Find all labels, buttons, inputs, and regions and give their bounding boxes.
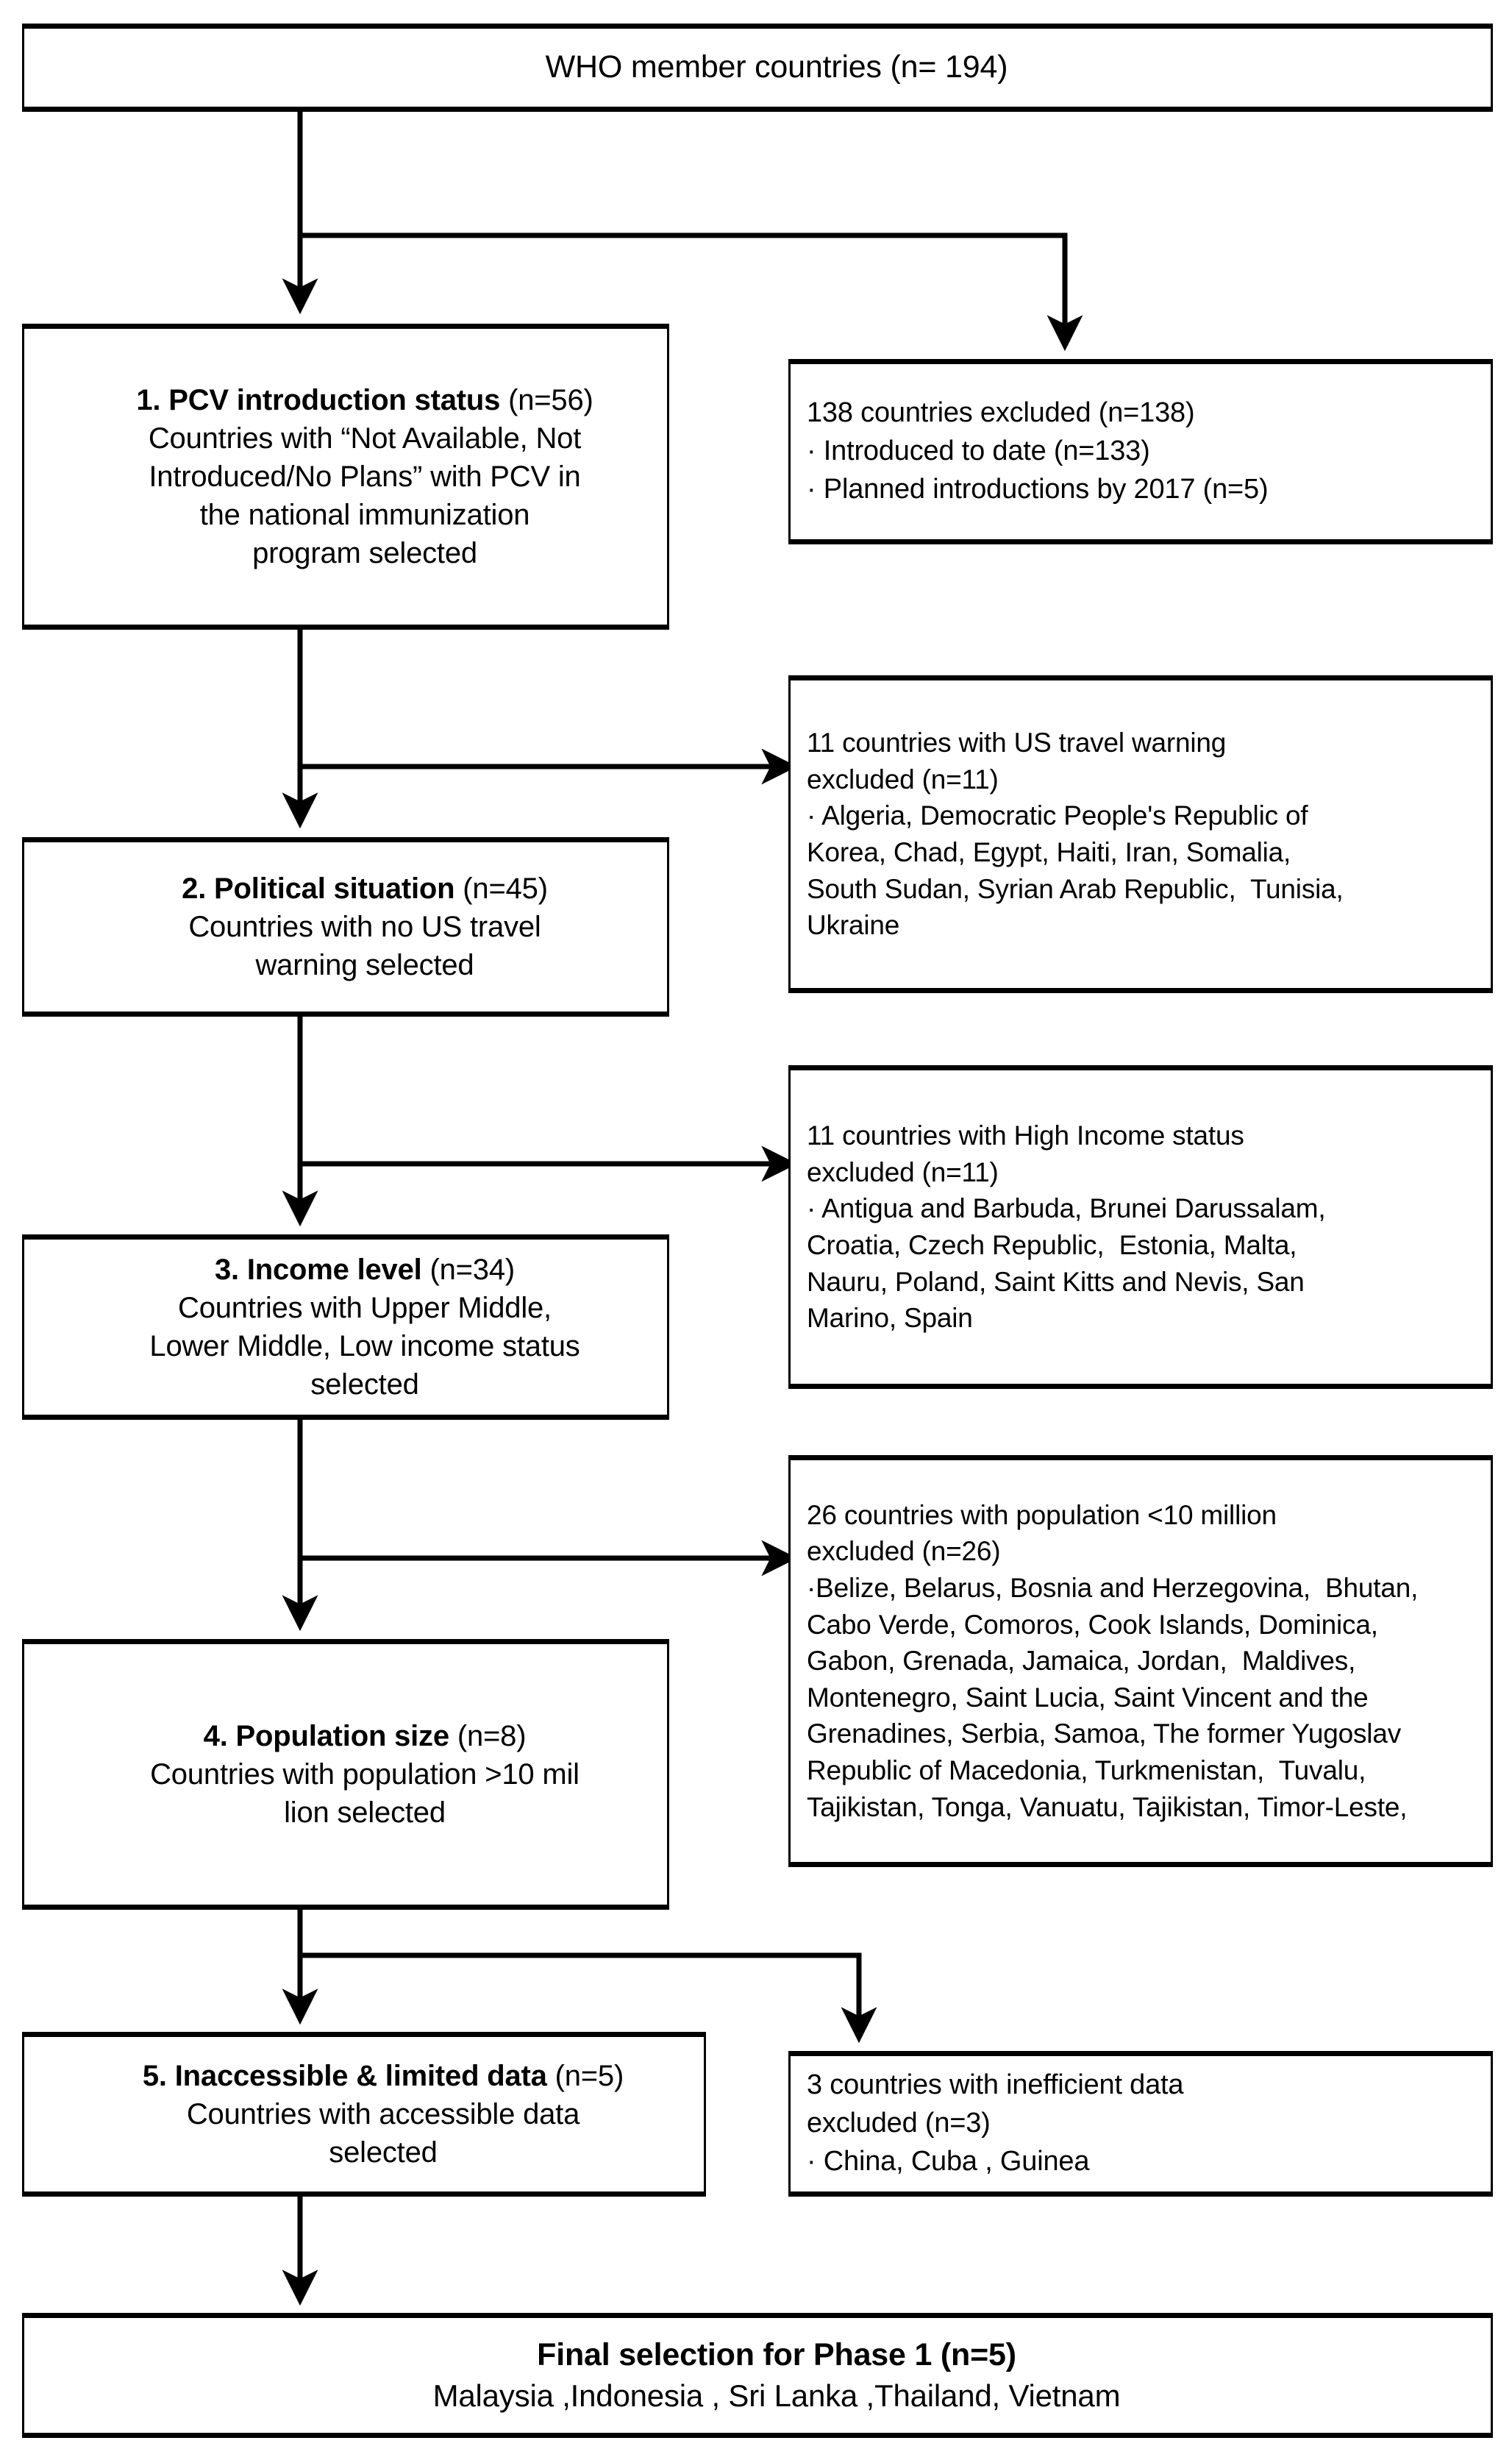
node-exclusion-4-population-under-10-million: 26 countries with population <10 million… — [788, 1455, 1493, 1867]
excl4-list-line-2: Cabo Verde, Comoros, Cook Islands, Domin… — [807, 1609, 1378, 1640]
step3-count: (n=34) — [421, 1254, 516, 1286]
step3-heading-line: 3. Income level (n=34) — [215, 1251, 515, 1289]
node-who-member-countries: WHO member countries (n= 194) — [22, 24, 1493, 112]
excl4-list-line-7: Tajikistan, Tonga, Vanuatu, Tajikistan, … — [807, 1791, 1408, 1822]
excl5-line-1: 3 countries with inefficient data — [807, 2069, 1184, 2101]
step3-body-line-3: selected — [310, 1368, 419, 1401]
excl4-line-1: 26 countries with population <10 million — [807, 1499, 1277, 1530]
step2-count: (n=45) — [454, 872, 548, 905]
step5-count: (n=5) — [546, 2060, 624, 2092]
node-step-1-pcv-introduction-status: 1. PCV introduction status (n=56) Countr… — [22, 324, 669, 630]
excl5-line-2: excluded (n=3) — [807, 2108, 991, 2139]
excl4-list-line-1: ·Belize, Belarus, Bosnia and Herzegovina… — [807, 1573, 1419, 1604]
step1-body-line-2: Introduced/No Plans” with PCV in — [149, 461, 581, 493]
step5-body-line-2: selected — [329, 2136, 438, 2169]
step3-body-line-2: Lower Middle, Low income status — [149, 1330, 580, 1362]
node-step-5-inaccessible-limited-data: 5. Inaccessible & limited data (n=5) Cou… — [22, 2032, 706, 2197]
source-label: WHO member countries (n= 194) — [545, 49, 1008, 85]
excl1-line-2: · Introduced to date (n=133) — [807, 436, 1150, 467]
excl2-line-1: 11 countries with US travel warning — [807, 728, 1227, 758]
step2-heading: 2. Political situation — [182, 872, 455, 905]
excl4-list-line-3: Gabon, Grenada, Jamaica, Jordan, Maldive… — [807, 1646, 1356, 1677]
step1-heading-line: 1. PCV introduction status (n=56) — [136, 381, 593, 419]
excl3-line-2: excluded (n=11) — [807, 1156, 999, 1187]
step2-body-line-1: Countries with no US travel — [188, 911, 541, 943]
node-exclusion-5-inefficient-data: 3 countries with inefficient data exclud… — [788, 2051, 1493, 2197]
excl1-line-1: 138 countries excluded (n=138) — [807, 397, 1195, 429]
step5-heading: 5. Inaccessible & limited data — [142, 2060, 547, 2092]
node-final-selection-phase-1: Final selection for Phase 1 (n=5) Malays… — [22, 2313, 1493, 2438]
step4-body-line-1: Countries with population >10 mil — [150, 1758, 580, 1791]
step4-count: (n=8) — [449, 1720, 527, 1752]
step5-heading-line: 5. Inaccessible & limited data (n=5) — [143, 2057, 624, 2095]
step4-heading: 4. Population size — [203, 1720, 449, 1752]
node-exclusion-3-high-income: 11 countries with High Income status exc… — [788, 1065, 1493, 1389]
step2-body-line-2: warning selected — [255, 949, 474, 981]
step2-heading-line: 2. Political situation (n=45) — [182, 870, 548, 908]
excl2-list-line-4: Ukraine — [807, 910, 900, 941]
step1-count: (n=56) — [500, 384, 593, 416]
excl3-list-line-4: Marino, Spain — [807, 1303, 973, 1334]
excl2-list-line-2: Korea, Chad, Egypt, Haiti, Iran, Somalia… — [807, 837, 1291, 867]
excl3-list-line-3: Nauru, Poland, Saint Kitts and Nevis, Sa… — [807, 1266, 1305, 1297]
excl4-line-2: excluded (n=26) — [807, 1536, 1001, 1567]
excl1-line-3: · Planned introductions by 2017 (n=5) — [807, 473, 1269, 505]
excl3-list-line-2: Croatia, Czech Republic, Estonia, Malta, — [807, 1230, 1297, 1260]
step1-body-line-3: the national immunization — [199, 499, 530, 531]
connector-step4-to-excl5 — [300, 1952, 877, 2044]
step5-body-line-1: Countries with accessible data — [186, 2098, 580, 2130]
node-step-2-political-situation: 2. Political situation (n=45) Countries … — [22, 837, 669, 1017]
step1-body-line-4: program selected — [252, 537, 477, 569]
node-exclusion-1-introduced: 138 countries excluded (n=138) · Introdu… — [788, 359, 1493, 544]
excl4-list-line-6: Republic of Macedonia, Turkmenistan, Tuv… — [807, 1755, 1366, 1785]
excl3-line-1: 11 countries with High Income status — [807, 1120, 1244, 1151]
excl4-list-line-5: Grenadines, Serbia, Samoa, The former Yu… — [807, 1718, 1401, 1749]
excl2-line-2: excluded (n=11) — [807, 764, 999, 794]
final-country-list: Malaysia ,Indonesia , Sri Lanka ,Thailan… — [432, 2378, 1121, 2413]
step3-body-line-1: Countries with Upper Middle, — [178, 1292, 552, 1324]
step1-heading: 1. PCV introduction status — [136, 384, 501, 416]
node-step-3-income-level: 3. Income level (n=34) Countries with Up… — [22, 1234, 669, 1420]
excl5-list-line-1: · China, Cuba , Guinea — [807, 2145, 1090, 2177]
step4-body-line-2: lion selected — [284, 1796, 446, 1829]
step1-body-line-1: Countries with “Not Available, Not — [148, 422, 582, 455]
step4-heading-line: 4. Population size (n=8) — [204, 1717, 527, 1755]
excl3-list-line-1: · Antigua and Barbuda, Brunei Darussalam… — [807, 1193, 1326, 1224]
node-step-4-population-size: 4. Population size (n=8) Countries with … — [22, 1639, 669, 1910]
final-heading: Final selection for Phase 1 (n=5) — [537, 2336, 1016, 2372]
excl2-list-line-3: South Sudan, Syrian Arab Republic, Tunis… — [807, 873, 1344, 904]
excl4-list-line-4: Montenegro, Saint Lucia, Saint Vincent a… — [807, 1682, 1369, 1713]
excl2-list-line-1: · Algeria, Democratic People's Republic … — [807, 800, 1308, 831]
step3-heading: 3. Income level — [214, 1254, 422, 1286]
node-exclusion-2-us-travel-warning: 11 countries with US travel warning excl… — [788, 675, 1493, 993]
